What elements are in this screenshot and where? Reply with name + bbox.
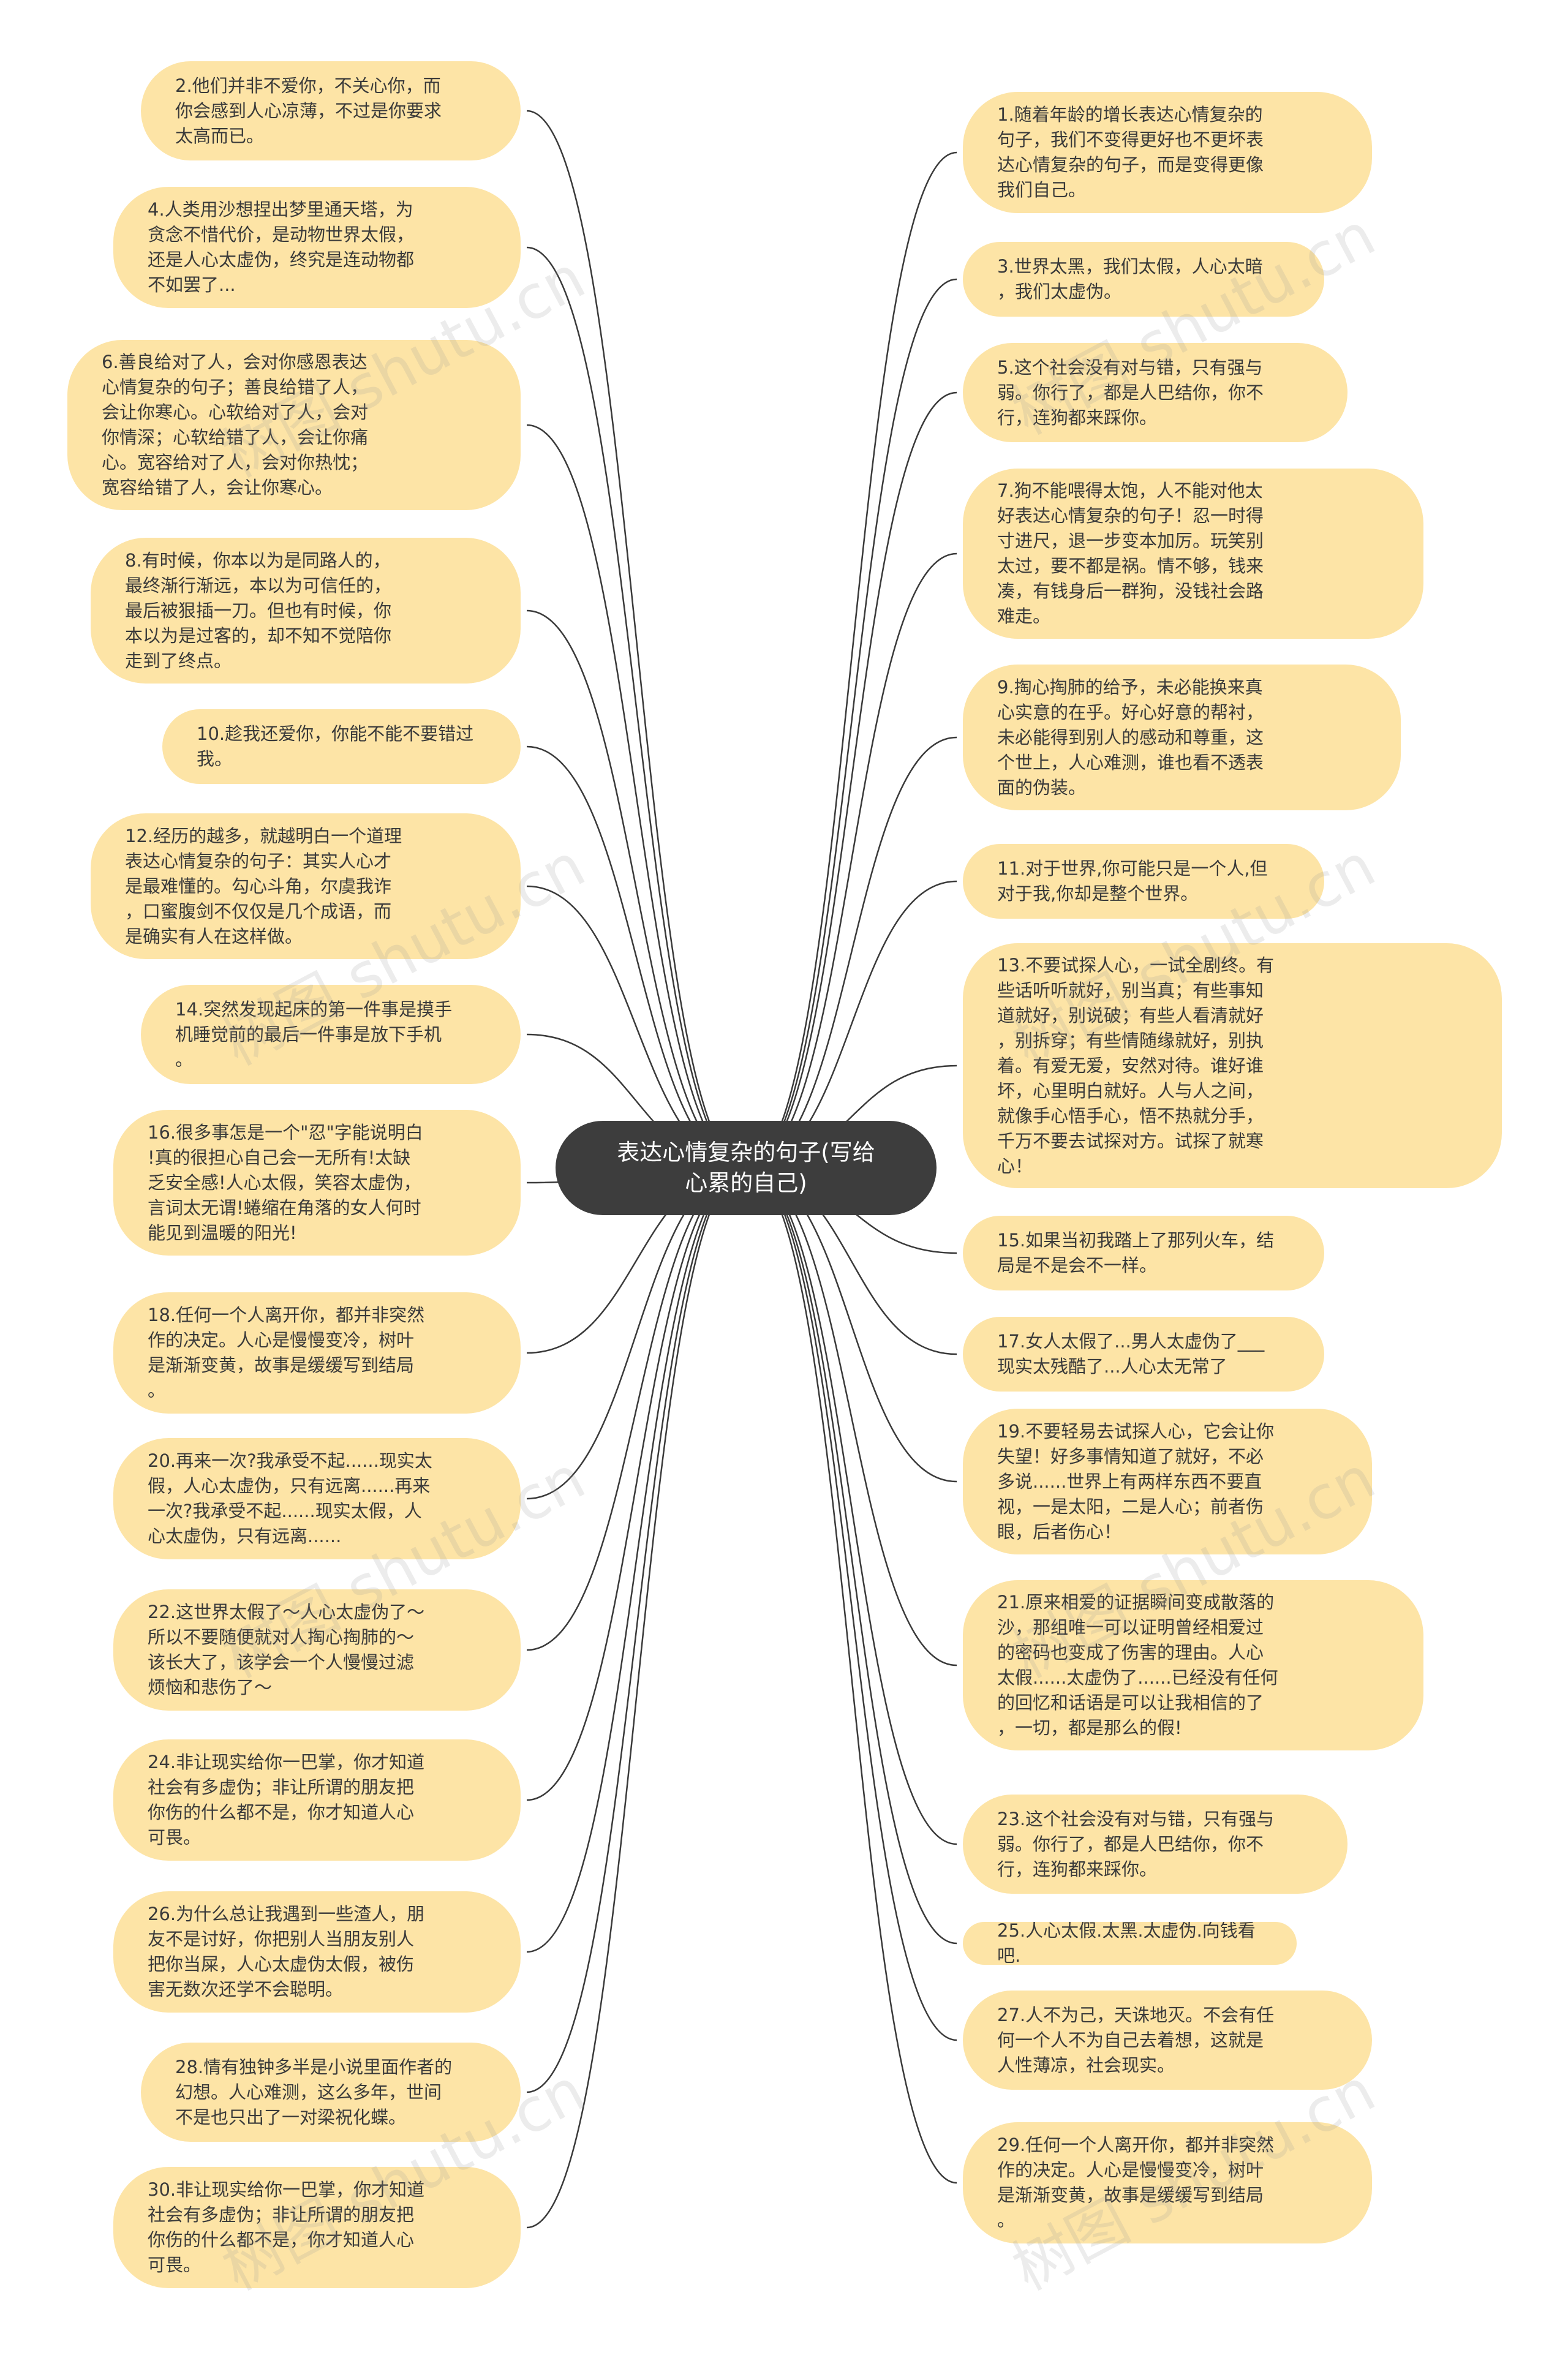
connector-line <box>745 1167 957 1945</box>
topic-text: 10.趁我还爱你，你能不能不要错过 我。 <box>197 723 474 769</box>
right-topic-node[interactable]: 17.女人太假了...男人太虚伪了___ 现实太残酷了...人心太无常了 <box>963 1317 1324 1392</box>
connector-line <box>526 1167 747 1953</box>
topic-text: 23.这个社会没有对与错，只有强与 弱。你行了，都是人巴结你，你不 行，连狗都来… <box>997 1808 1275 1880</box>
right-topic-node[interactable]: 7.狗不能喂得太饱，人不能对他太 好表达心情复杂的句子！忍一时得 寸进尺，退一步… <box>963 469 1423 639</box>
connector-line <box>526 1167 747 1651</box>
topic-text: 9.掏心掏肺的给予，未必能换来真 心实意的在乎。好心好意的帮衬， 未必能得到别人… <box>997 676 1264 798</box>
right-topic-node[interactable]: 23.这个社会没有对与错，只有强与 弱。你行了，都是人巴结你，你不 行，连狗都来… <box>963 1795 1348 1894</box>
topic-text: 30.非让现实给你一巴掌，你才知道 社会有多虚伪；非让所谓的朋友把 你伤的什么都… <box>148 2179 425 2275</box>
topic-text: 15.如果当初我踏上了那列火车，结 局是不是会不一样。 <box>997 1230 1275 1276</box>
connector-line <box>526 745 747 1169</box>
right-topic-node[interactable]: 27.人不为己，天诛地灭。不会有任 何一个人不为自己去着想，这就是 人性薄凉，社… <box>963 1991 1372 2090</box>
connector-line <box>745 1167 957 2041</box>
right-topic-node[interactable]: 19.不要轻易去试探人心，它会让你 失望！好多事情知道了就好，不必 多说....… <box>963 1409 1372 1554</box>
topic-text: 16.很多事怎是一个"忍"字能说明白 !真的很担心自己会一无所有!太缺 乏安全感… <box>148 1121 423 1243</box>
topic-text: 11.对于世界,你可能只是一个人,但 对于我,你却是整个世界。 <box>997 858 1268 904</box>
topic-text: 17.女人太假了...男人太虚伪了___ 现实太残酷了...人心太无常了 <box>997 1331 1265 1377</box>
right-topic-node[interactable]: 1.随着年龄的增长表达心情复杂的 句子，我们不变得更好也不更坏表 达心情复杂的句… <box>963 92 1372 213</box>
topic-text: 4.人类用沙想捏出梦里通天塔，为 贪念不惜代价，是动物世界太假， 还是人心太虚伪… <box>148 199 415 295</box>
right-topic-node[interactable]: 15.如果当初我踏上了那列火车，结 局是不是会不一样。 <box>963 1216 1324 1290</box>
connector-line <box>745 278 957 1169</box>
topic-text: 12.经历的越多，就越明白一个道理 表达心情复杂的句子：其实人心才 是最难懂的。… <box>125 825 402 947</box>
central-topic[interactable]: 表达心情复杂的句子(写给 心累的自己) <box>556 1121 937 1215</box>
left-topic-node[interactable]: 18.任何一个人离开你，都并非突然 作的决定。人心是慢慢变冷，树叶 是渐渐变黄，… <box>113 1292 521 1414</box>
right-topic-node[interactable]: 25.人心太假.太黑.太虚伪.向钱看吧. <box>963 1922 1297 1965</box>
left-topic-node[interactable]: 6.善良给对了人，会对你感恩表达 心情复杂的句子；善良给错了人， 会让你寒心。心… <box>67 340 521 510</box>
topic-text: 5.这个社会没有对与错，只有强与 弱。你行了，都是人巴结你，你不 行，连狗都来踩… <box>997 356 1264 428</box>
connector-line <box>526 1167 747 2229</box>
right-topic-node[interactable]: 5.这个社会没有对与错，只有强与 弱。你行了，都是人巴结你，你不 行，连狗都来踩… <box>963 343 1348 442</box>
right-topic-node[interactable]: 13.不要试探人心，一试全剧终。有 些话听听就好，别当真；有些事知 道就好，别说… <box>963 943 1502 1188</box>
connector-line <box>526 1167 747 1500</box>
connector-line <box>745 552 957 1169</box>
connector-line <box>745 736 957 1169</box>
left-topic-node[interactable]: 22.这世界太假了～人心太虚伪了～ 所以不要随便就对人掏心掏肺的～ 该长大了，该… <box>113 1589 521 1711</box>
topic-text: 20.再来一次?我承受不起......现实太 假，人心太虚伪，只有远离.....… <box>148 1450 432 1546</box>
topic-text: 22.这世界太假了～人心太虚伪了～ 所以不要随便就对人掏心掏肺的～ 该长大了，该… <box>148 1602 425 1698</box>
connector-line <box>526 246 747 1169</box>
topic-text: 6.善良给对了人，会对你感恩表达 心情复杂的句子；善良给错了人， 会让你寒心。心… <box>102 352 369 498</box>
topic-text: 19.不要轻易去试探人心，它会让你 失望！好多事情知道了就好，不必 多说....… <box>997 1420 1275 1542</box>
connector-line <box>745 1167 957 1667</box>
connector-line <box>745 1167 957 2184</box>
left-topic-node[interactable]: 26.为什么总让我遇到一些渣人，朋 友不是讨好，你把别人当朋友别人 把你当屎，人… <box>113 1891 521 2013</box>
topic-text: 21.原来相爱的证据瞬间变成散落的 沙，那组唯一可以证明曾经相爱过 的密码也变成… <box>997 1592 1278 1738</box>
topic-text: 1.随着年龄的增长表达心情复杂的 句子，我们不变得更好也不更坏表 达心情复杂的句… <box>997 104 1264 200</box>
right-topic-node[interactable]: 3.世界太黑，我们太假，人心太暗 ，我们太虚伪。 <box>963 242 1324 317</box>
connector-line <box>526 424 747 1169</box>
connector-line <box>745 391 957 1169</box>
connector-line <box>745 151 957 1169</box>
topic-text: 8.有时候，你本以为是同路人的， 最终渐行渐远，本以为可信任的， 最后被狠插一刀… <box>125 549 392 671</box>
topic-text: 25.人心太假.太黑.太虚伪.向钱看吧. <box>997 1922 1256 1965</box>
right-topic-node[interactable]: 29.任何一个人离开你，都并非突然 作的决定。人心是慢慢变冷，树叶 是渐渐变黄，… <box>963 2122 1372 2243</box>
topic-text: 29.任何一个人离开你，都并非突然 作的决定。人心是慢慢变冷，树叶 是渐渐变黄，… <box>997 2134 1275 2231</box>
topic-text: 28.情有独钟多半是小说里面作者的 幻想。人心难测，这么多年，世间 不是也只出了… <box>175 2056 453 2128</box>
left-topic-node[interactable]: 4.人类用沙想捏出梦里通天塔，为 贪念不惜代价，是动物世界太假， 还是人心太虚伪… <box>113 187 521 308</box>
left-topic-node[interactable]: 2.他们并非不爱你，不关心你，而 你会感到人心凉薄，不过是你要求 太高而已。 <box>141 61 521 160</box>
left-topic-node[interactable]: 8.有时候，你本以为是同路人的， 最终渐行渐远，本以为可信任的， 最后被狠插一刀… <box>91 538 521 684</box>
topic-text: 7.狗不能喂得太饱，人不能对他太 好表达心情复杂的句子！忍一时得 寸进尺，退一步… <box>997 480 1264 627</box>
left-topic-node[interactable]: 20.再来一次?我承受不起......现实太 假，人心太虚伪，只有远离.....… <box>113 1438 521 1559</box>
connector-line <box>526 609 747 1169</box>
topic-text: 24.非让现实给你一巴掌，你才知道 社会有多虚伪；非让所谓的朋友把 你伤的什么都… <box>148 1752 425 1848</box>
topic-text: 2.他们并非不爱你，不关心你，而 你会感到人心凉薄，不过是你要求 太高而已。 <box>175 75 442 146</box>
right-topic-node[interactable]: 21.原来相爱的证据瞬间变成散落的 沙，那组唯一可以证明曾经相爱过 的密码也变成… <box>963 1580 1423 1750</box>
left-topic-node[interactable]: 12.经历的越多，就越明白一个道理 表达心情复杂的句子：其实人心才 是最难懂的。… <box>91 813 521 959</box>
right-topic-node[interactable]: 11.对于世界,你可能只是一个人,但 对于我,你却是整个世界。 <box>963 844 1324 919</box>
left-topic-node[interactable]: 10.趁我还爱你，你能不能不要错过 我。 <box>162 709 521 784</box>
topic-text: 27.人不为己，天诛地灭。不会有任 何一个人不为自己去着想，这就是 人性薄凉，社… <box>997 2004 1275 2076</box>
left-topic-node[interactable]: 30.非让现实给你一巴掌，你才知道 社会有多虚伪；非让所谓的朋友把 你伤的什么都… <box>113 2167 521 2288</box>
left-topic-node[interactable]: 28.情有独钟多半是小说里面作者的 幻想。人心难测，这么多年，世间 不是也只出了… <box>141 2043 521 2142</box>
left-topic-node[interactable]: 16.很多事怎是一个"忍"字能说明白 !真的很担心自己会一无所有!太缺 乏安全感… <box>113 1110 521 1256</box>
topic-text: 18.任何一个人离开你，都并非突然 作的决定。人心是慢慢变冷，树叶 是渐渐变黄，… <box>148 1305 425 1401</box>
topic-text: 3.世界太黑，我们太假，人心太暗 ，我们太虚伪。 <box>997 256 1263 302</box>
connector-line <box>745 1167 957 1845</box>
left-topic-node[interactable]: 24.非让现实给你一巴掌，你才知道 社会有多虚伪；非让所谓的朋友把 你伤的什么都… <box>113 1739 521 1861</box>
left-topic-node[interactable]: 14.突然发现起床的第一件事是摸手 机睡觉前的最后一件事是放下手机 。 <box>141 985 521 1084</box>
connector-line <box>526 110 747 1169</box>
right-topic-node[interactable]: 9.掏心掏肺的给予，未必能换来真 心实意的在乎。好心好意的帮衬， 未必能得到别人… <box>963 665 1401 810</box>
topic-text: 13.不要试探人心，一试全剧终。有 些话听听就好，别当真；有些事知 道就好，别说… <box>997 954 1275 1177</box>
connector-line <box>526 1167 747 1801</box>
topic-text: 14.突然发现起床的第一件事是摸手 机睡觉前的最后一件事是放下手机 。 <box>175 998 453 1070</box>
topic-text: 26.为什么总让我遇到一些渣人，朋 友不是讨好，你把别人当朋友别人 把你当屎，人… <box>148 1904 425 2000</box>
connector-line <box>526 1167 747 2093</box>
